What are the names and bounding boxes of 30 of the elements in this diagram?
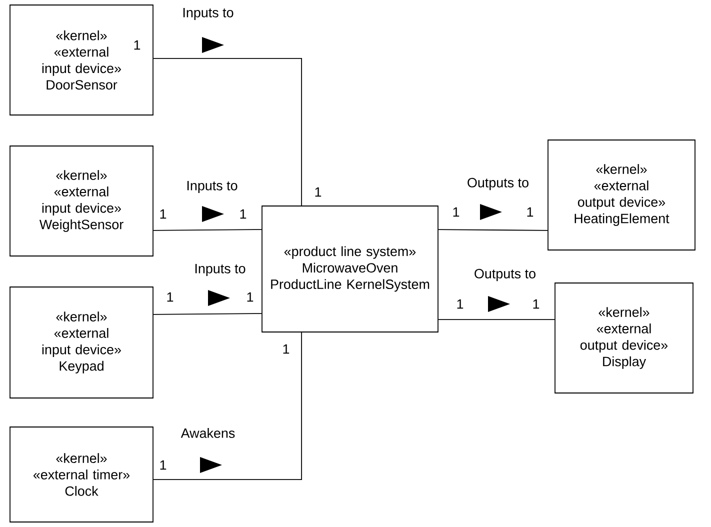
edge-label: Awakens xyxy=(180,427,236,439)
multiplicity-label: 1 xyxy=(160,460,166,470)
multiplicity-label: 1 xyxy=(247,292,254,302)
connector-line xyxy=(153,58,302,206)
multiplicity-label: 1 xyxy=(533,299,540,309)
edge-label: Inputs to xyxy=(193,262,247,278)
class-box: «kernel» «external output device» HeatingElement xyxy=(548,140,696,250)
multiplicity-label: 1 xyxy=(283,344,290,354)
multiplicity-label: 1 xyxy=(240,209,246,219)
class-box: «product line system» MicrowaveOven ProductLine KernelSystem xyxy=(262,206,438,332)
multiplicity-label: 1 xyxy=(167,292,174,302)
connector-line xyxy=(153,229,262,231)
edge-label: Inputs to xyxy=(181,6,235,22)
edge-label: Outputs to xyxy=(472,268,538,282)
multiplicity-label: 1 xyxy=(134,40,140,50)
class-box: «kernel» «external input device» WeightSensor xyxy=(10,146,154,256)
connector-line xyxy=(153,332,302,480)
class-box: «kernel» «external input device» Keypad xyxy=(10,286,154,398)
multiplicity-label: 1 xyxy=(527,207,534,217)
edge-label: Inputs to xyxy=(185,180,239,194)
class-box: «kernel» «external output device» Display xyxy=(554,282,694,394)
multiplicity-label: 1 xyxy=(457,299,464,309)
class-box: «kernel» «external timer» Clock xyxy=(10,426,154,522)
multiplicity-label: 1 xyxy=(160,209,166,219)
connector-line xyxy=(153,313,262,315)
edge-label: Outputs to xyxy=(466,176,530,192)
connector-line xyxy=(438,229,548,231)
multiplicity-label: 1 xyxy=(315,187,322,197)
multiplicity-label: 1 xyxy=(453,207,460,217)
connector-line xyxy=(438,319,555,320)
